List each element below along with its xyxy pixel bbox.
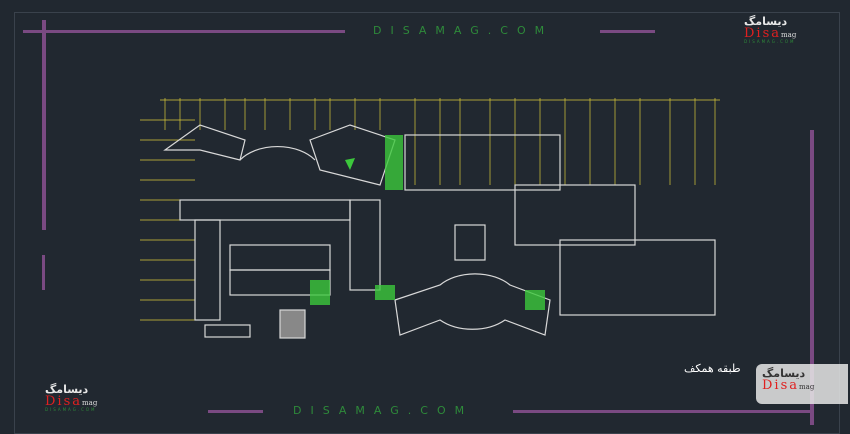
corridor-block <box>179 199 351 221</box>
rotunda-north <box>239 145 316 161</box>
west-wing <box>194 219 221 321</box>
central-rooms <box>229 244 331 271</box>
east-wing <box>559 239 716 316</box>
frame-line <box>810 130 814 425</box>
landscape <box>310 135 545 310</box>
logo-persian: دیسامگ <box>45 383 89 396</box>
walls <box>163 124 716 339</box>
logo-persian: دیسامگ <box>744 15 788 28</box>
logo-english: Disamag <box>744 26 797 41</box>
frame-line <box>600 30 655 33</box>
lift-core <box>454 224 486 261</box>
logo-top: دیسامگ Disamag DISAMAG.COM <box>744 16 796 44</box>
logo-bottom: دیسامگ Disamag DISAMAG.COM <box>45 384 97 412</box>
grid-lines <box>140 98 720 321</box>
frame-line <box>42 255 45 290</box>
frame-line <box>42 20 46 230</box>
frame-line <box>23 30 345 33</box>
logo-badge-text: دیسامگ Disamag <box>762 368 814 392</box>
north-block <box>404 134 561 191</box>
rotunda-south <box>394 273 551 336</box>
wing-ne <box>309 124 396 186</box>
frame-line <box>208 410 263 413</box>
logo-english: Disamag <box>762 378 815 393</box>
east-block <box>514 184 636 246</box>
watermark-bottom: DISAMAG.COM <box>293 404 474 417</box>
watermark-top: DISAMAG.COM <box>373 24 554 37</box>
logo-badge <box>756 364 848 404</box>
floor-plan <box>140 98 720 339</box>
wing-nw <box>163 124 246 161</box>
logo-url: DISAMAG.COM <box>744 39 796 44</box>
entrance <box>204 324 251 338</box>
frame-line <box>513 410 813 413</box>
drawing-label: طبقه همکف <box>684 362 741 375</box>
logo-url: DISAMAG.COM <box>45 407 97 412</box>
stair-core <box>349 199 381 291</box>
ramp <box>279 309 306 339</box>
logo-persian: دیسامگ <box>762 367 806 380</box>
logo-english: Disamag <box>45 394 98 409</box>
